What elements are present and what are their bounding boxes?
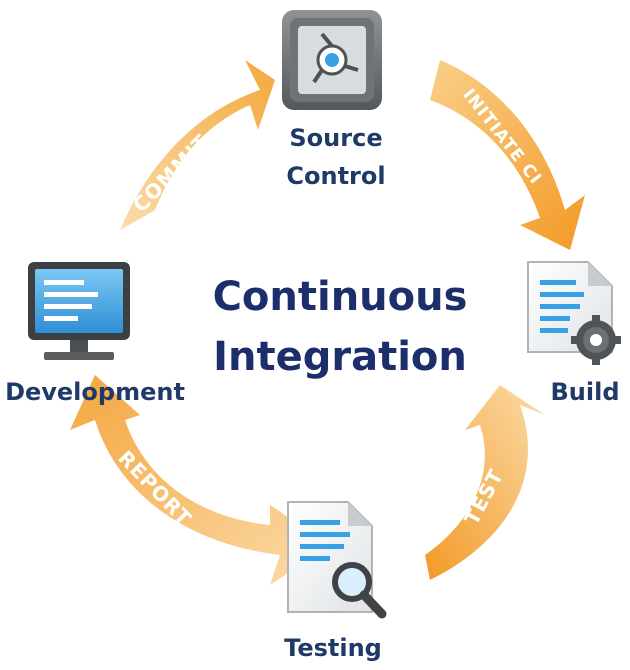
arrow-commit: COMMIT [120, 60, 275, 230]
document-gear-icon [527, 261, 621, 365]
development-label: Development [5, 378, 185, 406]
node-build: Build [527, 261, 621, 406]
arrow-commit-label: COMMIT [128, 129, 214, 217]
document-magnifier-icon [287, 501, 387, 619]
monitor-icon [28, 262, 130, 360]
node-development: Development [5, 262, 185, 406]
arrow-initiate-ci-process: INITIATE CI PROCESS [430, 60, 585, 250]
build-label: Build [550, 378, 619, 406]
center-title-line2: Integration [213, 334, 467, 380]
node-testing: Testing [284, 501, 387, 662]
source-control-label-line1: Source [289, 124, 382, 152]
node-source-control: Source Control [282, 10, 386, 190]
center-title: Continuous Integration [213, 274, 468, 380]
source-control-label-line2: Control [286, 162, 385, 190]
arrow-test: TEST [425, 385, 545, 580]
vault-icon [282, 10, 382, 110]
testing-label: Testing [284, 634, 382, 662]
center-title-line1: Continuous [213, 274, 468, 320]
